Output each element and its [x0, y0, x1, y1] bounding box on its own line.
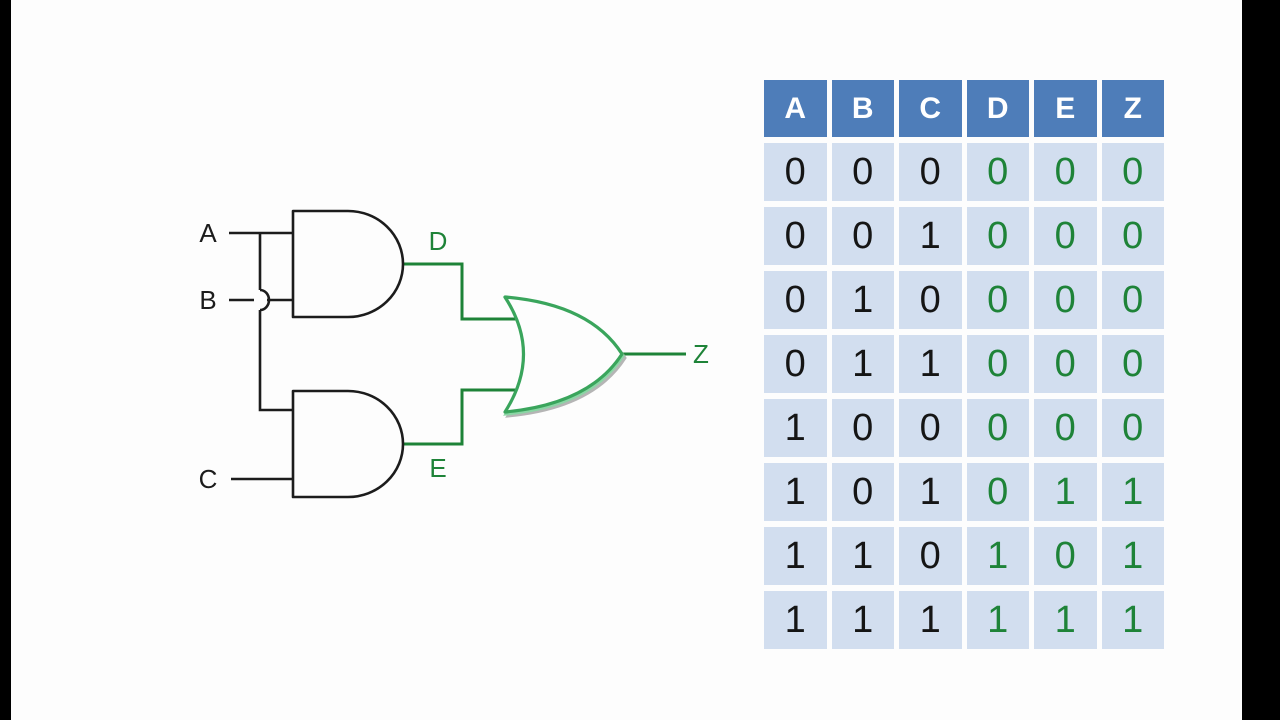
label-input-b: B	[199, 285, 216, 315]
logic-circuit-diagram: A B C D E Z	[199, 209, 709, 499]
truth-table-cell: 1	[899, 335, 962, 393]
truth-table-header-cell: E	[1034, 80, 1097, 137]
truth-table-cell: 1	[966, 527, 1029, 585]
truth-table-cell: 0	[764, 143, 827, 201]
truth-table-cell: 0	[1101, 143, 1164, 201]
truth-table-header-cell: B	[831, 80, 894, 137]
truth-table-cell: 1	[764, 527, 827, 585]
label-input-c: C	[199, 464, 218, 494]
and-gate-top	[291, 209, 405, 319]
truth-table-header-cell: A	[764, 80, 827, 137]
truth-table-cell: 1	[764, 463, 827, 521]
right-letterbox-bar	[1242, 0, 1280, 720]
truth-table-cell: 1	[966, 591, 1029, 649]
label-signal-e: E	[429, 453, 446, 483]
truth-table-cell: 0	[966, 143, 1029, 201]
truth-table-cell: 0	[764, 207, 827, 265]
truth-table-cell: 0	[1101, 335, 1164, 393]
truth-table-cell: 0	[764, 335, 827, 393]
truth-table-header-cell: C	[899, 80, 962, 137]
truth-table-cell: 1	[899, 207, 962, 265]
truth-table-cell: 0	[899, 527, 962, 585]
truth-table-cell: 0	[1034, 207, 1097, 265]
left-letterbox-bar	[0, 0, 11, 720]
truth-table-cell: 0	[899, 399, 962, 457]
truth-table-cell: 1	[1101, 527, 1164, 585]
truth-table-cell: 1	[764, 399, 827, 457]
truth-table-cell: 0	[966, 207, 1029, 265]
wire-branch-a	[258, 233, 293, 412]
truth-table-header-cell: Z	[1101, 80, 1164, 137]
truth-table-cell: 0	[831, 399, 894, 457]
label-signal-d: D	[429, 226, 448, 256]
truth-table-cell: 1	[1101, 591, 1164, 649]
truth-table-cell: 1	[899, 463, 962, 521]
truth-table-cell: 1	[831, 591, 894, 649]
truth-table-cell: 0	[831, 207, 894, 265]
wire-d	[403, 262, 518, 321]
and-gate-bottom	[291, 389, 405, 499]
label-output-z: Z	[693, 339, 709, 369]
truth-table-cell: 0	[1101, 399, 1164, 457]
truth-table-cell: 0	[966, 335, 1029, 393]
truth-table-cell: 0	[1034, 527, 1097, 585]
truth-table-cell: 0	[764, 271, 827, 329]
or-gate	[503, 295, 624, 414]
truth-table-cell: 0	[966, 271, 1029, 329]
truth-table-cell: 0	[1034, 143, 1097, 201]
wire-e	[403, 388, 518, 446]
truth-table-cell: 1	[831, 271, 894, 329]
truth-table-cell: 1	[1034, 463, 1097, 521]
truth-table-cell: 0	[1034, 271, 1097, 329]
truth-table-cell: 0	[1034, 399, 1097, 457]
truth-table-cell: 0	[1101, 207, 1164, 265]
truth-table-cell: 1	[1034, 591, 1097, 649]
truth-table-cell: 1	[899, 591, 962, 649]
truth-table-cell: 0	[1101, 271, 1164, 329]
truth-table-cell: 1	[1101, 463, 1164, 521]
truth-table-cell: 0	[899, 271, 962, 329]
truth-table-cell: 0	[899, 143, 962, 201]
truth-table-cell: 1	[764, 591, 827, 649]
truth-table-header-cell: D	[966, 80, 1029, 137]
truth-table-cell: 0	[966, 399, 1029, 457]
wire-crossover-hop	[259, 288, 271, 312]
label-input-a: A	[199, 218, 217, 248]
truth-table-cell: 0	[1034, 335, 1097, 393]
truth-table-cell: 0	[831, 463, 894, 521]
truth-table-cell: 1	[831, 527, 894, 585]
truth-table-cell: 1	[831, 335, 894, 393]
truth-table-cell: 0	[831, 143, 894, 201]
truth-table-cell: 0	[966, 463, 1029, 521]
